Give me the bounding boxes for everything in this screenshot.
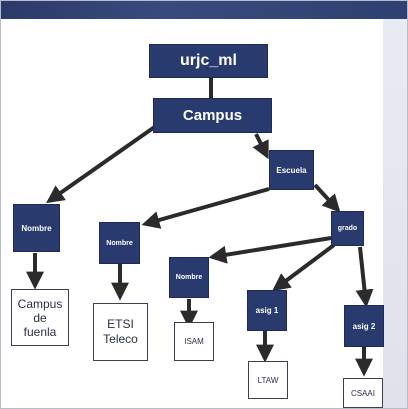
edge-escuela-grado	[313, 183, 341, 213]
window-top-bar	[1, 1, 407, 19]
node-escuela: Escuela	[269, 150, 314, 190]
node-nombre-left: Nombre	[13, 204, 60, 252]
node-asig1-label: asig 1	[255, 306, 279, 315]
node-campus-fuenla: Campus de fuenla	[11, 289, 69, 346]
node-isam: ISAM	[174, 322, 214, 361]
node-campus-fuenla-label: Campus de fuenla	[17, 296, 63, 339]
node-campus-label: Campus	[182, 107, 243, 124]
node-grado-label: grado	[337, 225, 358, 232]
node-ltaw-label: LTAW	[257, 375, 279, 385]
node-ltaw: LTAW	[248, 361, 288, 399]
node-nombre-mid: Nombre	[99, 222, 140, 264]
right-side-strip	[383, 19, 407, 408]
edge-grado-nombre-isam	[208, 236, 332, 264]
node-nombre-isam: Nombre	[169, 257, 209, 298]
node-asig2-label: asig 2	[352, 321, 376, 331]
node-etsi-teleco: ETSI Teleco	[93, 303, 148, 361]
edge-escuela-nombre-mid	[141, 187, 270, 229]
node-urjc-ml: urjc_ml	[149, 44, 268, 78]
edge-grado-asig1	[272, 243, 336, 292]
node-etsi-teleco-label: ETSI Teleco	[103, 317, 138, 346]
node-isam-label: ISAM	[184, 337, 204, 346]
node-grado: grado	[331, 211, 364, 246]
edge-campus-escuela	[252, 133, 269, 160]
edge-grado-asig2	[355, 246, 374, 308]
edge-campus-nombre-left	[46, 124, 158, 204]
node-csaai-label: CSAAI	[350, 388, 375, 398]
node-nombre-left-label: Nombre	[21, 223, 52, 233]
node-campus: Campus	[153, 98, 272, 133]
node-asig1: asig 1	[247, 290, 287, 331]
node-nombre-mid-label: Nombre	[106, 239, 133, 247]
node-asig2: asig 2	[344, 305, 384, 347]
node-escuela-label: Escuela	[276, 165, 307, 175]
node-nombre-isam-label: Nombre	[175, 274, 203, 281]
node-urjc-ml-label: urjc_ml	[180, 52, 237, 69]
node-csaai: CSAAI	[343, 378, 383, 408]
